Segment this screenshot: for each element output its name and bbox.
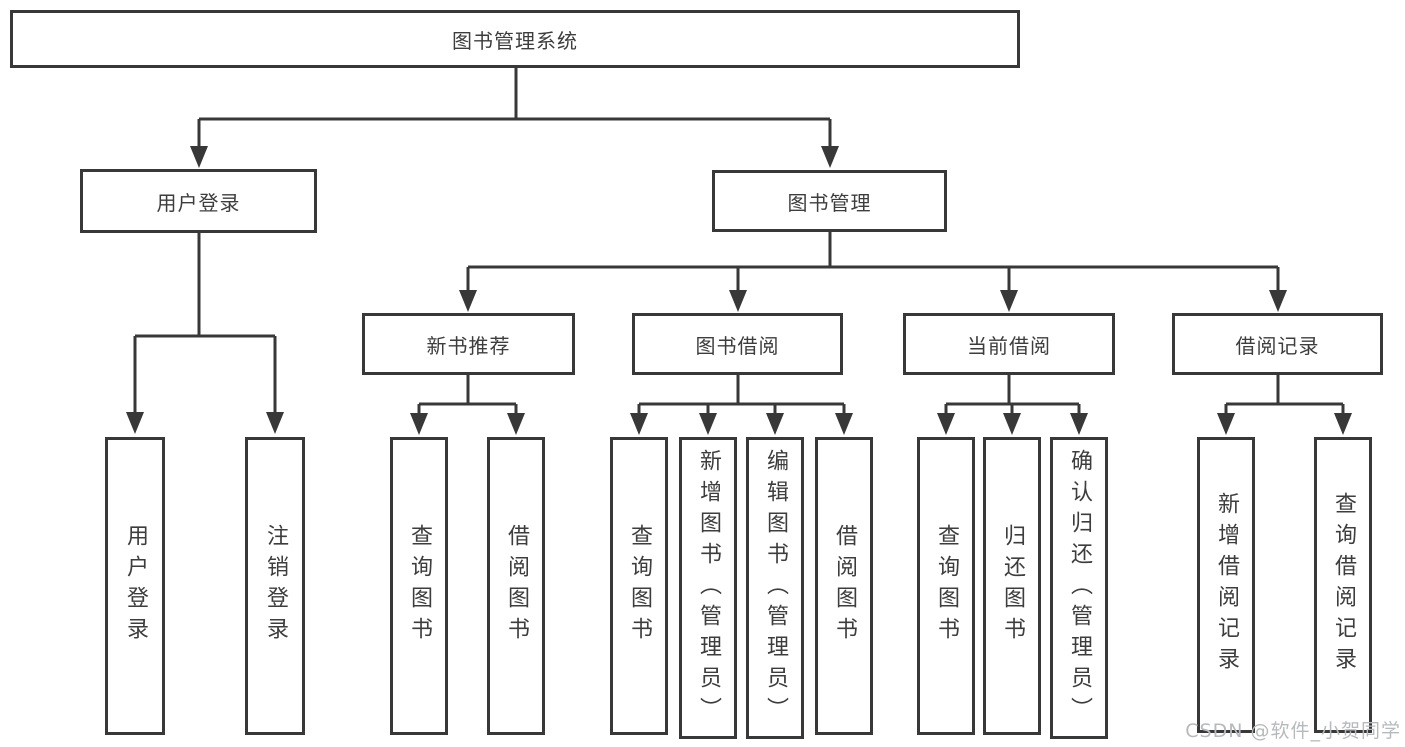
node-label: 当前借阅	[967, 333, 1051, 358]
leaf-borrowing-borrow-books: 借阅图书	[815, 437, 873, 735]
node-label: 查询图书	[934, 524, 959, 648]
node-label: 注销登录	[263, 524, 288, 648]
leaf-logout: 注销登录	[245, 437, 305, 735]
node-label: 新书推荐	[426, 333, 511, 358]
node-label: 借阅图书	[832, 524, 857, 648]
node-label: 用户登录	[156, 190, 241, 215]
node-label: 归还图书	[1000, 524, 1025, 648]
node-label: 新增图书（管理员）	[696, 448, 721, 728]
node-user-login: 用户登录	[80, 169, 317, 233]
node-new-book-recommendation: 新书推荐	[362, 313, 575, 375]
node-current-borrowing: 当前借阅	[903, 313, 1115, 375]
node-label: 图书借阅	[695, 333, 780, 358]
leaf-borrowing-add-books-admin: 新增图书（管理员）	[679, 437, 737, 739]
node-label: 查询借阅记录	[1331, 492, 1356, 678]
node-label: 用户登录	[123, 524, 148, 648]
node-label: 图书管理系统	[452, 28, 578, 53]
leaf-current-query-books: 查询图书	[917, 437, 975, 735]
leaf-records-add-record: 新增借阅记录	[1197, 437, 1255, 733]
node-label: 图书管理	[787, 190, 872, 215]
leaf-recommend-query-books: 查询图书	[390, 437, 448, 735]
leaf-borrowing-edit-books-admin: 编辑图书（管理员）	[746, 437, 804, 739]
leaf-current-return-books: 归还图书	[983, 437, 1041, 735]
leaf-records-query-record: 查询借阅记录	[1314, 437, 1372, 733]
leaf-recommend-borrow-books: 借阅图书	[487, 437, 545, 735]
node-label: 新增借阅记录	[1214, 492, 1239, 678]
node-book-management: 图书管理	[712, 170, 947, 232]
node-root-library-system: 图书管理系统	[10, 10, 1020, 68]
csdn-watermark: CSDN @软件_小贺同学	[1185, 720, 1401, 742]
node-label: 确认归还（管理员）	[1067, 448, 1092, 728]
node-label: 编辑图书（管理员）	[763, 448, 788, 728]
node-label: 查询图书	[407, 524, 432, 648]
node-label: 借阅记录	[1235, 333, 1320, 358]
node-label: 查询图书	[627, 524, 652, 648]
leaf-borrowing-query-books: 查询图书	[610, 437, 668, 735]
node-borrowing-records: 借阅记录	[1172, 313, 1383, 375]
node-label: 借阅图书	[504, 524, 529, 648]
leaf-user-login: 用户登录	[105, 437, 165, 735]
leaf-current-confirm-return-admin: 确认归还（管理员）	[1050, 437, 1108, 739]
node-book-borrowing: 图书借阅	[632, 313, 843, 375]
